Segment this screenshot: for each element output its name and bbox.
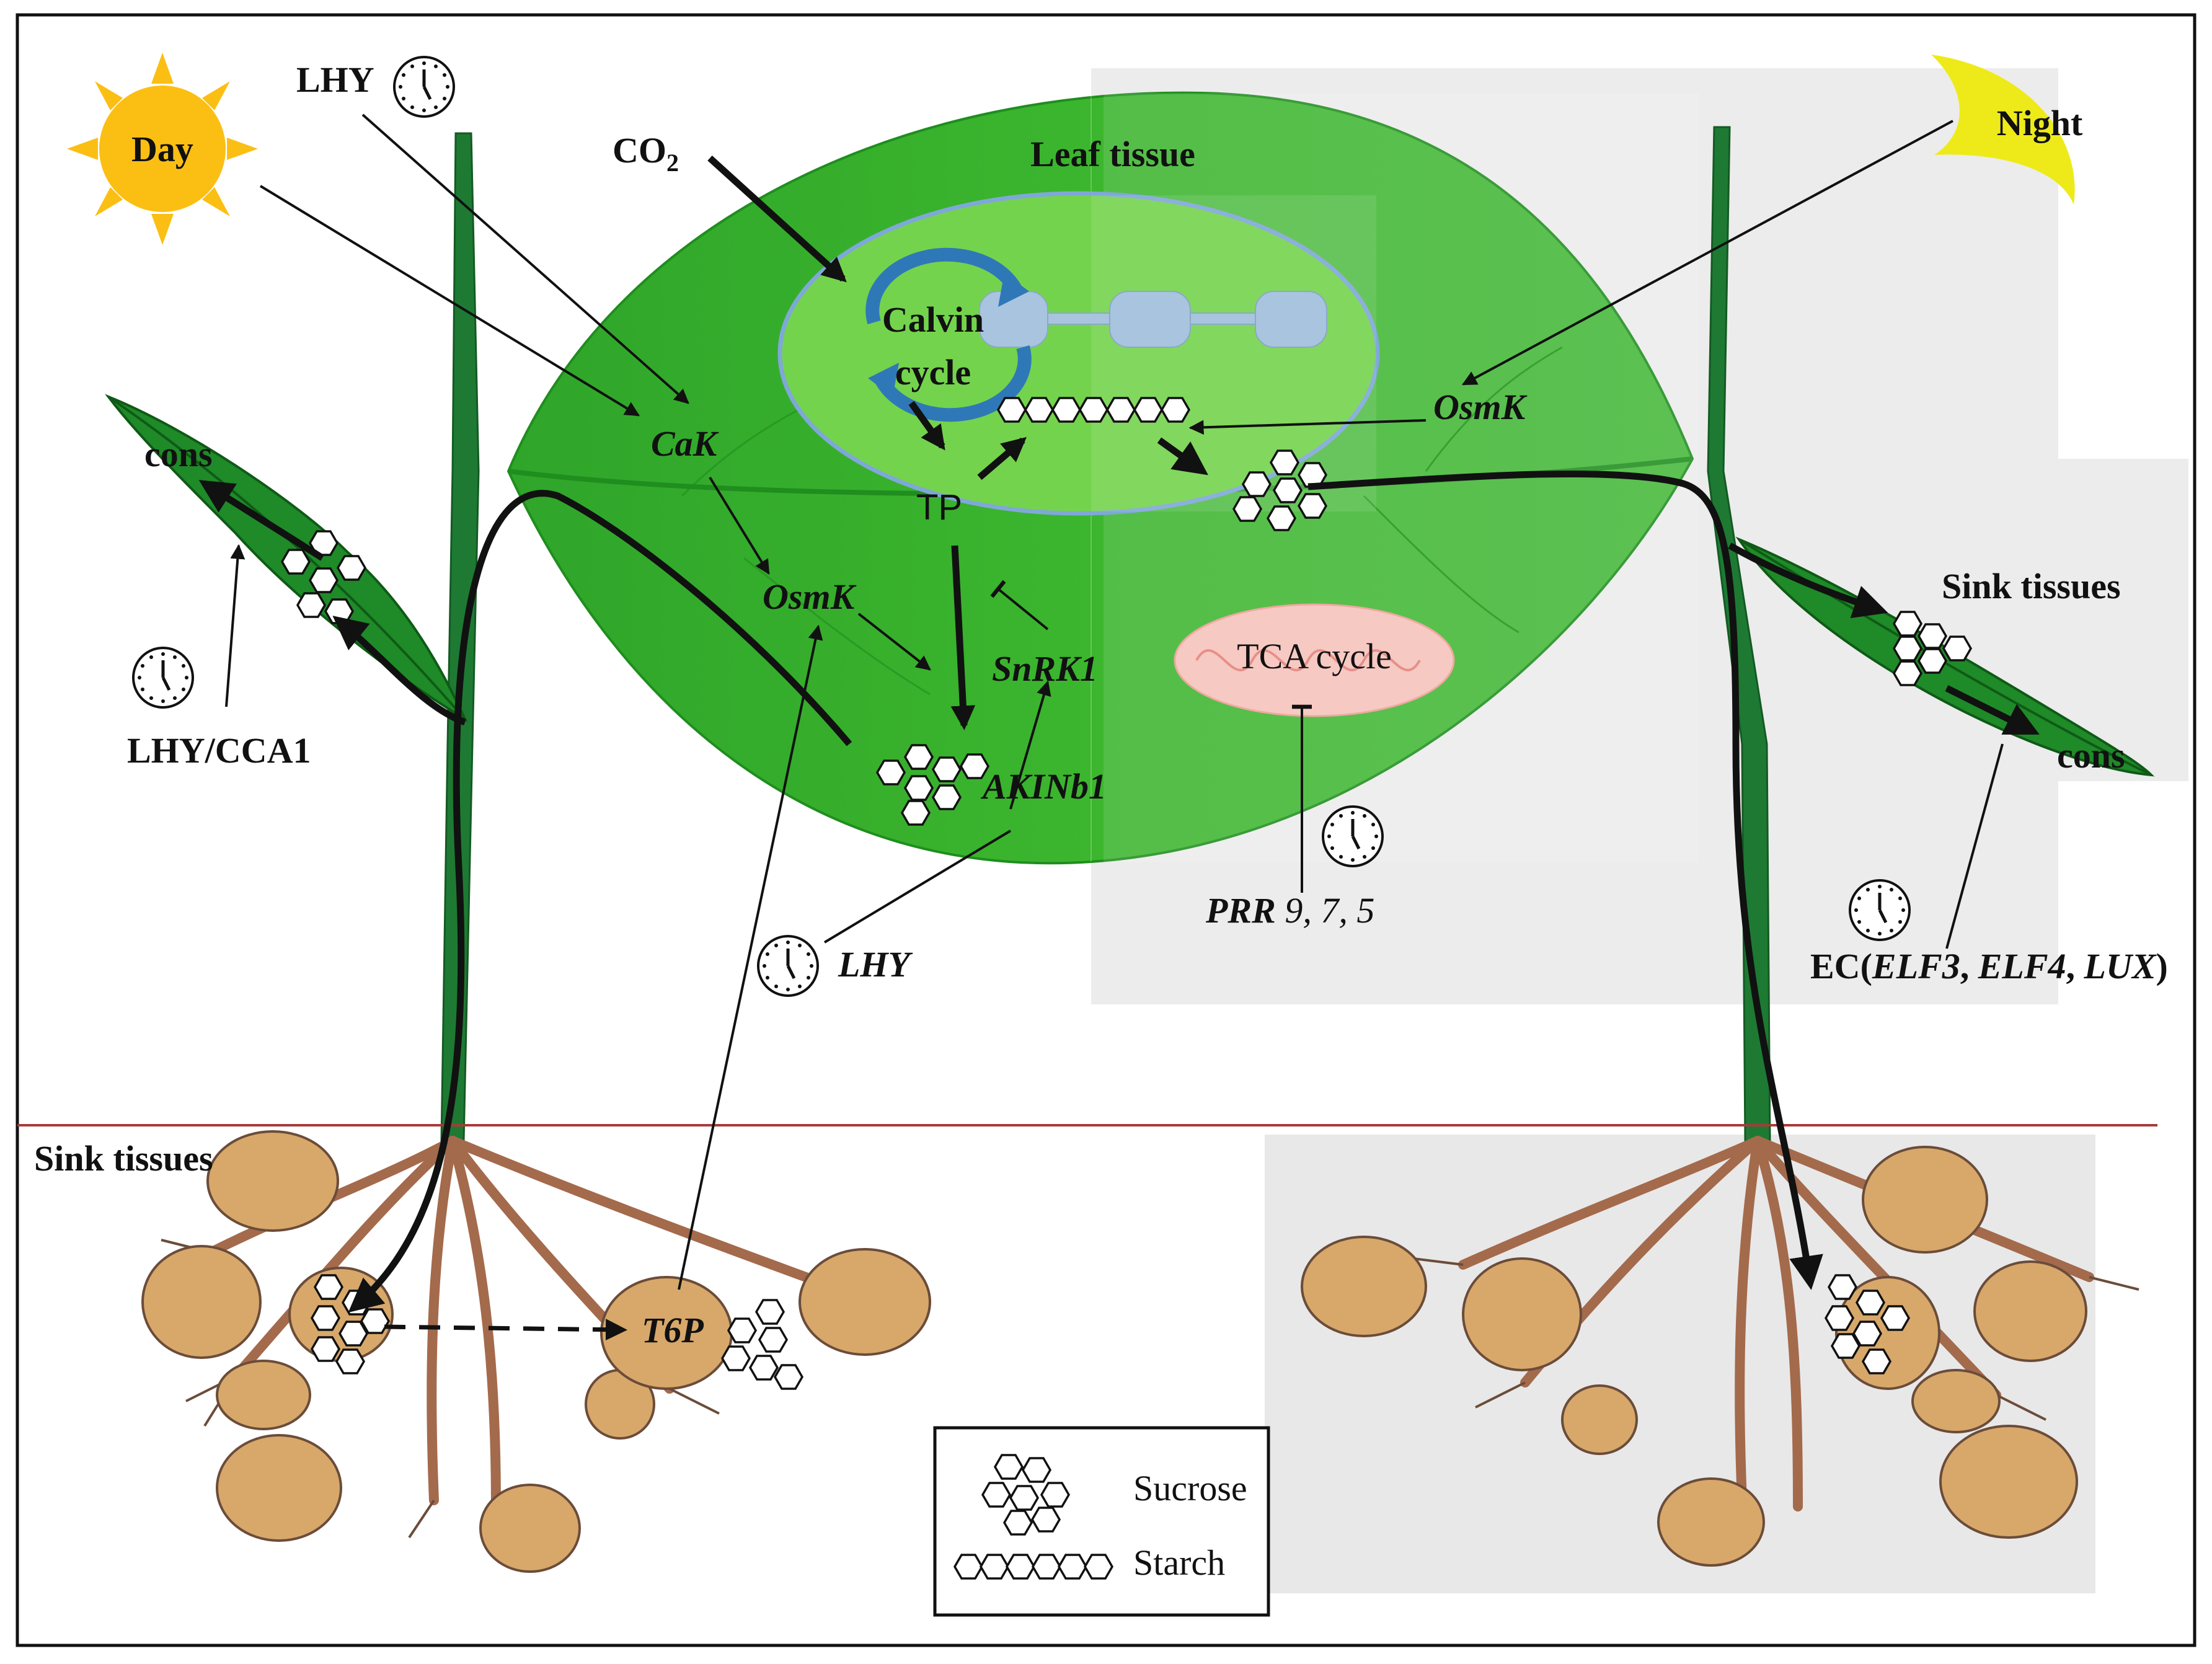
roots [206,1136,2094,1511]
clock-icon [1850,880,1909,940]
sun-icon [67,53,258,245]
cons-right-label: cons [2057,735,2125,776]
legend-starch-label: Starch [1133,1542,1225,1583]
ec-lux: LUX [2084,946,2157,986]
ec-sep1: , [1960,946,1978,986]
ec-sep2: , [2066,946,2084,986]
calvin-cycle-icon [865,247,1032,422]
co2-label: CO2 [613,130,679,177]
tubers [141,1130,2087,1573]
co2-main: CO [613,130,666,170]
ec-elf4: ELF4 [1978,946,2066,986]
akinb1-label: AKINb1 [981,766,1107,807]
night-label: Night [1997,103,2083,143]
moon-icon [1931,55,2075,205]
prr-numbers: 9, 7, 5 [1276,890,1375,931]
sink-right-label: Sink tissues [1942,566,2121,606]
thick-arrows [198,155,2040,1313]
clock-icon [1323,807,1382,866]
dashed-arrow [384,1319,627,1341]
ec-label: EC(ELF3, ELF4, LUX) [1810,946,2168,986]
cons-left-label: cons [144,434,213,474]
legend: Sucrose Starch [933,1426,1270,1617]
ec-suffix: ) [2156,946,2168,986]
lhy-top-label: LHY [296,60,374,100]
leaf-tissue-label: Leaf tissue [1030,134,1195,174]
thin-arrows [225,113,2004,1290]
sucrose-tuber-t6p [721,1299,803,1390]
ec-elf3: ELF3 [1872,946,1960,986]
osmk-right-label: OsmK [1433,387,1528,427]
cak-label: CaK [651,423,719,464]
clock-icon [758,936,818,996]
legend-sucrose-label: Sucrose [1133,1468,1247,1508]
legend-box [933,1426,1270,1617]
clock-icon [394,57,454,117]
tca-label: TCA cycle [1237,636,1392,676]
prr-name: PRR [1205,890,1276,931]
t6p-label: T6P [642,1310,704,1350]
snrk1-label: SnRK1 [992,648,1098,689]
mitochondrion [1174,603,1455,717]
calvin-label-2: cycle [895,352,971,392]
clock-icon [133,648,193,707]
ec-prefix: EC( [1810,946,1872,986]
tp-label: TP [916,487,962,528]
day-label: Day [131,129,193,169]
prr-label: PRR 9, 7, 5 [1205,890,1374,931]
lhy-cca1-label: LHY/CCA1 [127,730,311,771]
calvin-label-1: Calvin [882,299,984,340]
lhy-mid-label: LHY [838,944,913,985]
co2-sub: 2 [666,149,679,177]
sink-left-label: Sink tissues [34,1138,213,1179]
figure-frame [15,13,2197,1647]
osmk-left-label: OsmK [763,577,857,617]
